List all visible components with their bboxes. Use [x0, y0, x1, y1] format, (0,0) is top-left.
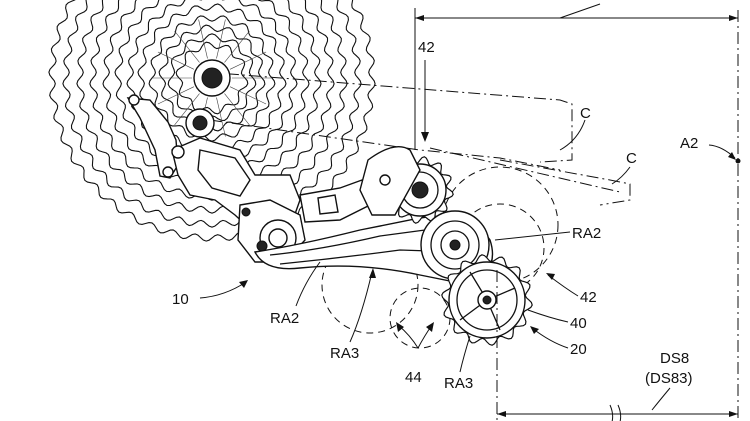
cassette-spoke: [174, 93, 200, 126]
dimension-frame: [414, 3, 741, 421]
leader-lines: [199, 60, 631, 373]
cassette-spoke: [157, 51, 195, 70]
chain-lines: [204, 71, 631, 206]
cassette-spoke: [224, 93, 250, 126]
cassette-spoke: [174, 30, 200, 63]
cassette-spoke: [224, 30, 250, 63]
label-40: 40: [570, 315, 587, 332]
sprocket-ring: [102, 0, 322, 188]
label-42-top: 42: [418, 39, 435, 56]
label-c-upper: C: [580, 105, 591, 122]
cassette-spoke: [229, 51, 267, 70]
sprocket-ring: [114, 0, 310, 176]
label-ra2-right: RA2: [572, 225, 601, 242]
label-ds8: DS8: [660, 350, 689, 367]
cassette-spoke: [157, 86, 195, 105]
label-42-right: 42: [580, 289, 597, 306]
label-ra3-left: RA3: [330, 345, 359, 362]
label-c-lower: C: [626, 150, 637, 167]
cassette-spoke: [229, 86, 267, 105]
cassette-spoke: [216, 97, 226, 137]
label-10: 10: [172, 291, 189, 308]
derailleur-icon: [126, 59, 533, 346]
cassette-spoke: [198, 19, 208, 59]
label-20: 20: [570, 341, 587, 358]
sprocket-ring: [126, 0, 298, 163]
label-ds83: (DS83): [645, 370, 693, 387]
sprocket-ring: [137, 3, 287, 153]
label-ra3-bottom: RA3: [444, 375, 473, 392]
label-ra2-left: RA2: [270, 310, 299, 327]
label-a2: A2: [680, 135, 698, 152]
label-44: 44: [405, 369, 422, 386]
ds8-dimension: [496, 270, 738, 421]
cassette-spoke: [216, 19, 226, 59]
